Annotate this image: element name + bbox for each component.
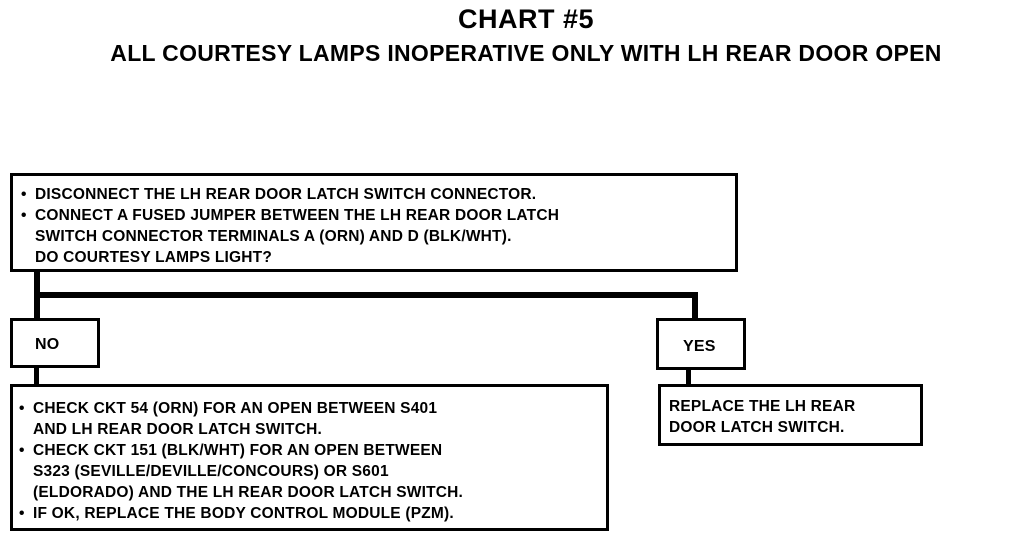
yes-result-text: REPLACE THE LH REAR DOOR LATCH SWITCH. <box>669 398 856 436</box>
start-step-list: DISCONNECT THE LH REAR DOOR LATCH SWITCH… <box>21 184 729 247</box>
no-result-step-1: CHECK CKT 54 (ORN) FOR AN OPEN BETWEEN S… <box>19 398 602 440</box>
start-step-box: DISCONNECT THE LH REAR DOOR LATCH SWITCH… <box>10 173 738 272</box>
connector-no-down <box>34 366 39 386</box>
connector-yes-result-down <box>686 368 691 386</box>
start-step-1: DISCONNECT THE LH REAR DOOR LATCH SWITCH… <box>21 184 729 205</box>
start-question: DO COURTESY LAMPS LIGHT? <box>35 249 273 266</box>
chart-title: CHART #5 <box>457 4 595 34</box>
no-branch-label: NO <box>10 318 100 368</box>
connector-horizontal <box>34 292 698 298</box>
no-result-step-3: IF OK, REPLACE THE BODY CONTROL MODULE (… <box>19 503 602 524</box>
no-result-list: CHECK CKT 54 (ORN) FOR AN OPEN BETWEEN S… <box>19 398 602 524</box>
connector-yes-down <box>692 292 698 320</box>
start-step-2: CONNECT A FUSED JUMPER BETWEEN THE LH RE… <box>21 205 729 247</box>
no-result-box: CHECK CKT 54 (ORN) FOR AN OPEN BETWEEN S… <box>10 384 609 531</box>
no-result-step-2: CHECK CKT 151 (BLK/WHT) FOR AN OPEN BETW… <box>19 440 602 503</box>
yes-branch-label: YES <box>656 318 746 370</box>
chart-subtitle: ALL COURTESY LAMPS INOPERATIVE ONLY WITH… <box>110 40 942 66</box>
yes-result-box: REPLACE THE LH REAR DOOR LATCH SWITCH. <box>658 384 923 446</box>
